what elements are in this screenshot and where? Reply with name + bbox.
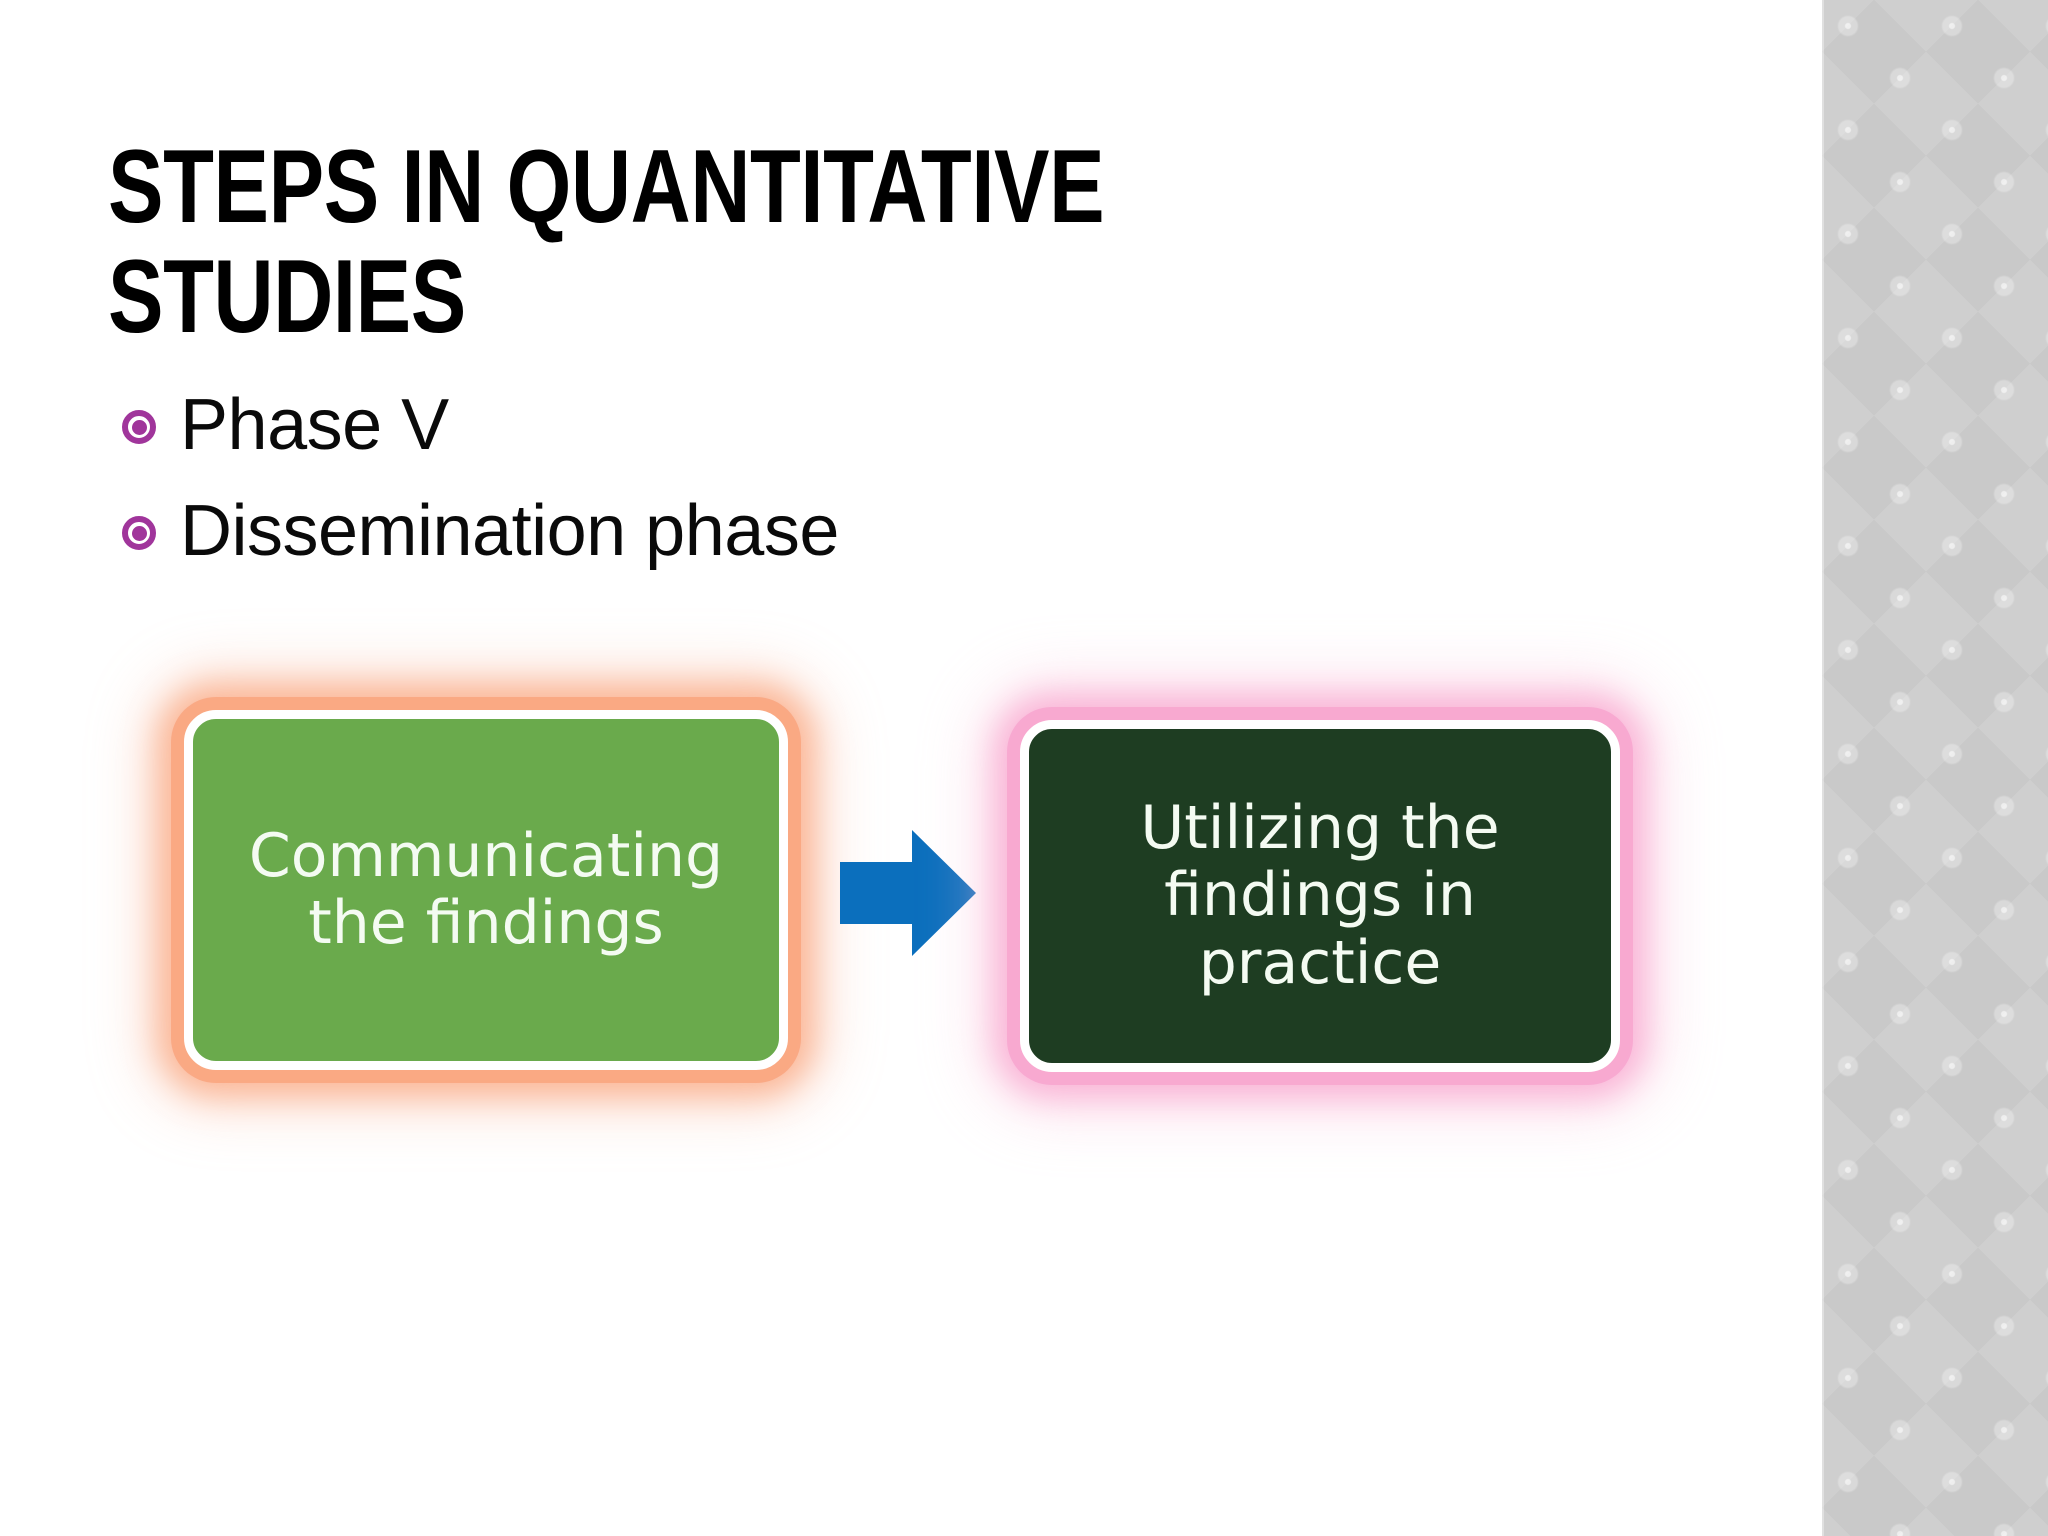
arrow-right-icon <box>840 830 976 956</box>
diagram-node-label: Utilizing the findings in practice <box>1140 793 1500 998</box>
slide-title: Steps in Quantitative Studies <box>108 128 1105 355</box>
bullet-list: Phase V Dissemination phase <box>122 372 1622 584</box>
panel-edge-divider <box>1822 0 1824 1536</box>
diagram-node-communicating: Communicating the findings <box>184 710 788 1070</box>
list-item: Dissemination phase <box>122 478 1622 584</box>
bullet-item-label: Dissemination phase <box>180 491 839 571</box>
process-flow-diagram: Communicating the findings Utilizing the… <box>0 640 1820 1160</box>
list-item: Phase V <box>122 372 1622 478</box>
bullet-item-label: Phase V <box>180 385 449 465</box>
diagram-node-label: Communicating the findings <box>248 820 724 958</box>
ring-dot-bullet-icon <box>122 516 156 550</box>
diagram-node-utilizing: Utilizing the findings in practice <box>1020 720 1620 1072</box>
diamond-pattern-panel <box>1822 0 2048 1536</box>
diamond-motif-overlay <box>1822 0 2048 1536</box>
ring-dot-bullet-icon <box>122 410 156 444</box>
